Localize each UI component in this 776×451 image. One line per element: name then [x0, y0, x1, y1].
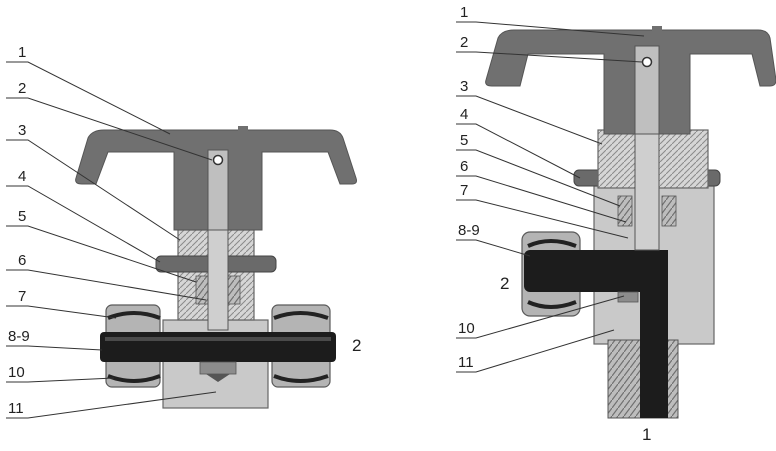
left-leader-7 — [6, 305, 117, 319]
left-seal-ring-right — [273, 311, 329, 320]
left-port-label: 2 — [352, 336, 362, 355]
right-callout-11: 11 — [458, 354, 474, 371]
right-leader-4 — [456, 123, 581, 179]
left-leader-8-9 — [6, 345, 103, 351]
left-callout-1: 1 — [18, 44, 27, 61]
left-leader-5 — [6, 225, 197, 283]
left-seat — [206, 374, 230, 382]
right-leader-3 — [456, 95, 603, 145]
left-stem-upper — [207, 149, 229, 231]
right-callout-8-9: 8-9 — [458, 222, 480, 239]
right-packing-right — [661, 195, 677, 227]
right-leader-5 — [456, 149, 621, 207]
right-side-tube — [524, 250, 664, 292]
left-tube-highlight — [105, 337, 331, 341]
right-handle-pin — [641, 56, 653, 68]
right-packing-left — [617, 195, 633, 227]
right-leader-10 — [456, 295, 625, 339]
right-callout-6: 6 — [460, 158, 469, 175]
left-packing-right — [227, 275, 241, 305]
left-leader-4 — [6, 185, 161, 263]
right-callout-3: 3 — [460, 78, 469, 95]
left-stem-tip — [199, 361, 237, 375]
right-seal-ring-lower — [527, 300, 577, 309]
right-callout-4: 4 — [460, 106, 469, 123]
right-port-label-side: 2 — [500, 274, 510, 293]
left-through-tube — [100, 332, 336, 362]
right-leader-8-9 — [456, 239, 531, 257]
left-leader-lines — [6, 61, 217, 419]
right-seal-ring-upper — [527, 239, 577, 248]
left-handle-cap — [238, 126, 248, 131]
left-callout-8-9: 8-9 — [8, 328, 30, 345]
right-callout-7: 7 — [460, 182, 469, 199]
right-handle-cap — [652, 26, 662, 31]
right-port-label-bottom: 1 — [642, 425, 652, 444]
right-leader-7 — [456, 199, 629, 239]
right-valve — [485, 26, 776, 419]
right-leader-lines — [456, 21, 645, 373]
left-leader-11 — [6, 391, 217, 419]
left-leader-2 — [6, 97, 213, 161]
left-leader-10 — [6, 377, 115, 383]
left-handle-pin — [212, 154, 224, 166]
left-seal-ring-left — [107, 311, 161, 320]
left-seal-ring-left-lower — [107, 374, 161, 383]
left-callout-2: 2 — [18, 80, 27, 97]
right-leader-6 — [456, 175, 627, 223]
left-callout-11: 11 — [8, 400, 24, 417]
left-callout-6: 6 — [18, 252, 27, 269]
right-leader-1 — [456, 21, 645, 37]
left-callout-10: 10 — [8, 364, 25, 381]
right-callout-1: 1 — [460, 4, 469, 21]
right-seat — [617, 291, 639, 303]
right-elbow-bend — [640, 250, 668, 280]
left-leader-3 — [6, 139, 181, 241]
right-elbow-tube — [636, 250, 668, 418]
left-leader-1 — [6, 61, 171, 135]
right-handle — [485, 29, 776, 135]
right-callout-2: 2 — [460, 34, 469, 51]
left-callout-4: 4 — [18, 168, 27, 185]
left-callout-5: 5 — [18, 208, 27, 225]
left-callout-7: 7 — [18, 288, 27, 305]
right-callout-10: 10 — [458, 320, 475, 337]
left-seal-ring-right-lower — [273, 374, 329, 383]
left-callout-3: 3 — [18, 122, 27, 139]
left-valve — [75, 126, 357, 409]
right-callout-5: 5 — [460, 132, 469, 149]
left-leader-6 — [6, 269, 207, 301]
right-leader-2 — [456, 51, 643, 63]
right-leader-11 — [456, 329, 615, 373]
